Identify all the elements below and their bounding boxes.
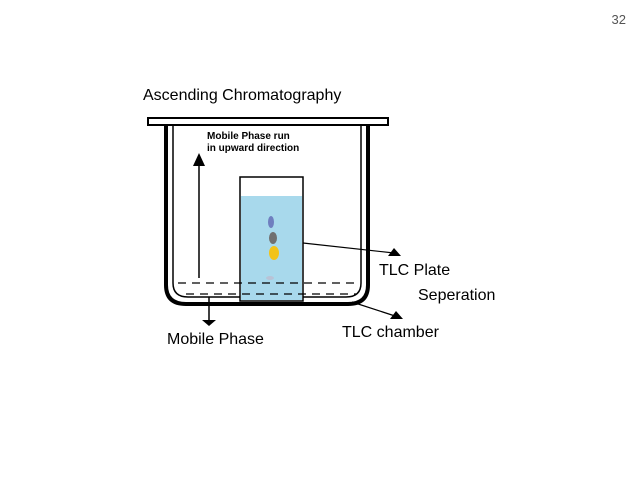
- tlc-chamber: [164, 125, 370, 306]
- spot-yellow: [269, 246, 279, 260]
- tlc-plate-pointer-line: [302, 242, 395, 254]
- tlc-chamber-pointer-line: [351, 301, 396, 317]
- label-tlc-plate: TLC Plate: [379, 262, 450, 279]
- diagram-title: Ascending Chromatography: [143, 87, 341, 104]
- chamber-lid: [147, 117, 389, 126]
- tlc-chamber-pointer-icon: [390, 311, 403, 319]
- note-line-2: in upward direction: [207, 143, 299, 154]
- spot-blue: [268, 216, 274, 228]
- label-mobile-phase: Mobile Phase: [167, 331, 264, 348]
- mobile-phase-pointer-icon: [202, 320, 216, 326]
- label-tlc-chamber: TLC chamber: [342, 324, 440, 341]
- spot-faint: [266, 276, 274, 280]
- slide-number: 32: [611, 12, 626, 27]
- upward-arrow-icon: [193, 153, 205, 166]
- tlc-plate-pointer-icon: [388, 248, 401, 256]
- note-line-1: Mobile Phase run: [207, 131, 290, 142]
- spot-gray: [269, 232, 277, 244]
- label-separation: Seperation: [418, 287, 495, 304]
